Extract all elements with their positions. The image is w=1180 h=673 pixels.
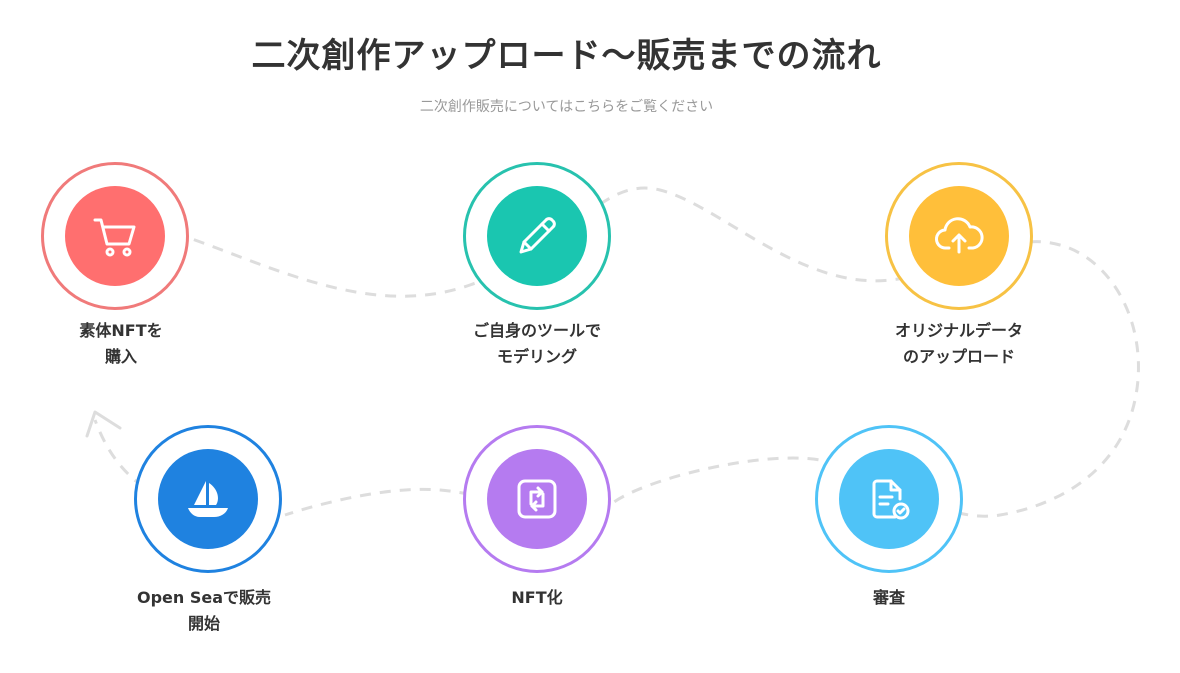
step-label-opensea: Open Seaで販売 開始 bbox=[136, 588, 272, 633]
document-check-icon bbox=[872, 479, 910, 520]
step-icon-circle bbox=[158, 449, 258, 549]
arrow-head-icon bbox=[85, 410, 122, 438]
step-label-review: 審査 bbox=[872, 588, 905, 607]
step-opensea bbox=[134, 425, 282, 573]
step-icon-circle bbox=[487, 186, 587, 286]
step-label-upload: オリジナルデータ のアップロード bbox=[894, 321, 1023, 366]
step-icon-circle bbox=[65, 186, 165, 286]
page-title: 二次創作アップロード〜販売までの流れ bbox=[251, 36, 882, 76]
pencil-icon bbox=[519, 217, 556, 254]
step-modeling bbox=[463, 162, 611, 310]
step-nft bbox=[463, 425, 611, 573]
step-icon-circle bbox=[487, 449, 587, 549]
step-upload bbox=[885, 162, 1033, 310]
step-label-modeling: ご自身のツールで モデリング bbox=[472, 321, 601, 366]
step-label-purchase: 素体NFTを 購入 bbox=[79, 321, 163, 366]
step-label-nft: NFT化 bbox=[511, 588, 563, 607]
step-purchase bbox=[41, 162, 189, 310]
sailboat-icon bbox=[188, 481, 228, 517]
step-icon-circle bbox=[839, 449, 939, 549]
cloud-upload-icon bbox=[935, 217, 984, 254]
cart-icon bbox=[93, 218, 136, 257]
step-review bbox=[815, 425, 963, 573]
step-icon-circle bbox=[909, 186, 1009, 286]
repeat-icon bbox=[517, 479, 557, 519]
subtitle-link[interactable]: 二次創作販売についてはこちらをご覧ください bbox=[419, 99, 714, 115]
